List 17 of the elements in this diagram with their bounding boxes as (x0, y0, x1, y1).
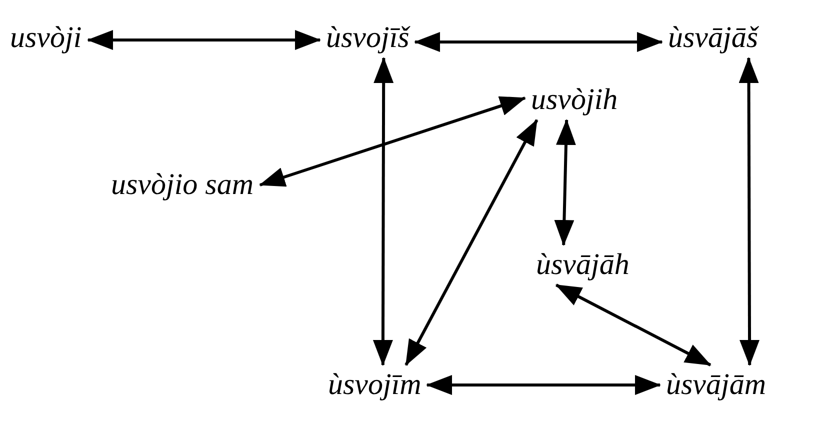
double-arrow (87, 30, 321, 50)
double-arrow (414, 32, 663, 52)
word-form: ùsvojīm (328, 368, 422, 401)
word-form: usvòjio sam (111, 168, 254, 201)
double-arrow (404, 119, 538, 366)
word-form: usvòji (10, 21, 82, 54)
double-arrow (372, 57, 394, 366)
word-form: ùsvājām (666, 368, 766, 401)
double-arrow (259, 96, 526, 187)
word-form: ùsvājāh (536, 248, 630, 281)
word-form: ùsvājāš (668, 21, 758, 54)
word-form: usvòjih (531, 83, 618, 116)
double-arrow (738, 57, 760, 366)
double-arrow (426, 375, 661, 395)
double-arrow (555, 284, 712, 366)
word-form: ùsvojīš (326, 21, 410, 54)
double-arrow (554, 119, 576, 246)
